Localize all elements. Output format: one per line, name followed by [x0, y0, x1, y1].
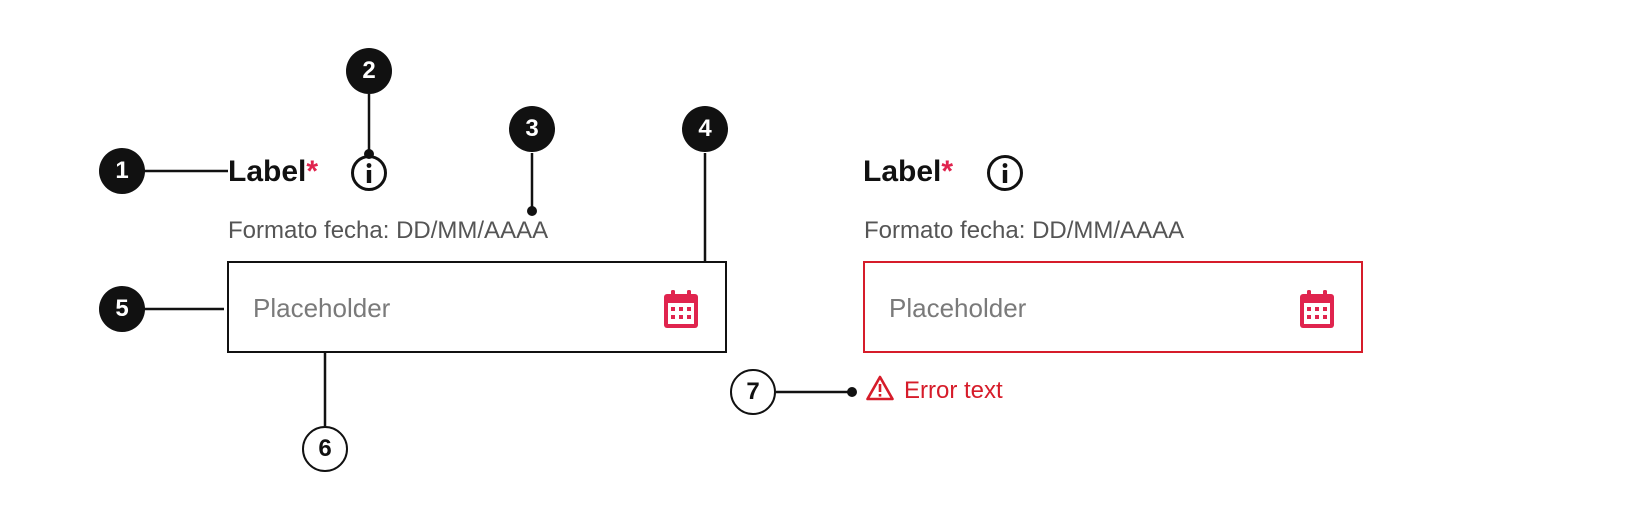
connector-dot-3	[527, 206, 537, 216]
error-message: Error text	[866, 375, 1003, 406]
date-input-field[interactable]	[227, 261, 727, 353]
field-label-text-error: Label	[863, 155, 942, 188]
date-input[interactable]	[251, 283, 635, 333]
info-icon[interactable]	[350, 154, 388, 192]
callout-marker-5: 5	[99, 286, 145, 332]
callout-marker-1: 1	[99, 148, 145, 194]
date-input-field-error[interactable]	[863, 261, 1363, 353]
callout-marker-4: 4	[682, 106, 728, 152]
date-input-error[interactable]	[887, 283, 1271, 333]
warning-icon	[866, 375, 894, 406]
connector-dot-7	[847, 387, 857, 397]
error-text: Error text	[904, 376, 1003, 404]
field-label-text: Label	[228, 155, 307, 188]
required-asterisk: *	[306, 155, 319, 188]
info-icon-error[interactable]	[986, 154, 1024, 192]
calendar-icon[interactable]	[663, 289, 699, 329]
field-label-error: Label*	[863, 155, 953, 189]
callout-marker-3: 3	[509, 106, 555, 152]
field-hint-error: Formato fecha: DD/MM/AAAA	[864, 217, 1185, 244]
required-asterisk-error: *	[941, 155, 954, 188]
field-hint: Formato fecha: DD/MM/AAAA	[228, 217, 549, 244]
callout-marker-2: 2	[346, 48, 392, 94]
callout-marker-6: 6	[302, 426, 348, 472]
calendar-icon-error[interactable]	[1299, 289, 1335, 329]
callout-marker-7: 7	[730, 369, 776, 415]
field-label: Label*	[228, 155, 318, 189]
